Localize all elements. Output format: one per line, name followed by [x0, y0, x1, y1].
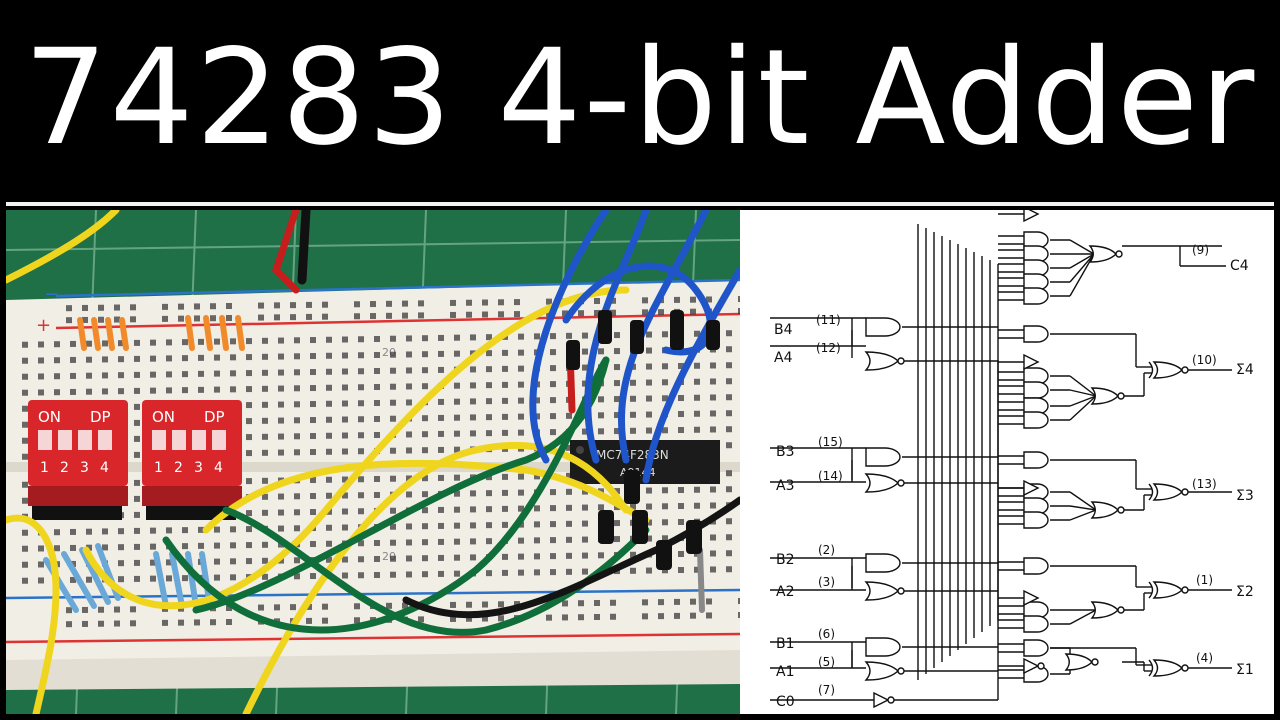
breadboard-photo: − + 20 20 ON DP 1 2 — [6, 210, 740, 714]
input-label-b3: B3 — [776, 444, 795, 460]
dip-switch-1[interactable]: ON DP 1 2 3 4 — [28, 400, 128, 506]
output-pin-s4: (10) — [1192, 353, 1217, 367]
breadboard-edge — [6, 650, 740, 690]
adder-logic-schematic: B4 (11) A4 (12) B3 (15) A3 (14) B2 (2) A… — [740, 210, 1274, 714]
jumper-wires — [6, 210, 740, 714]
input-pin-b1: (6) — [818, 627, 835, 641]
header-pins — [32, 506, 236, 520]
output-label-s3: Σ3 — [1236, 488, 1254, 504]
input-pin-c0: (7) — [818, 683, 835, 697]
input-label-b4: B4 — [774, 322, 793, 338]
output-pin-s2: (1) — [1196, 573, 1213, 587]
output-pin-c4: (9) — [1192, 243, 1209, 257]
dip-1-on-label: ON — [38, 408, 61, 426]
rail-minus-label: − — [44, 284, 59, 305]
input-labels: B4 (11) A4 (12) B3 (15) A3 (14) B2 (2) A… — [774, 313, 843, 710]
wire-end-caps — [566, 310, 720, 570]
output-label-s1: Σ1 — [1236, 662, 1254, 678]
input-label-a4: A4 — [774, 350, 793, 366]
title-bar: 74283 4-bit Adder — [0, 0, 1280, 206]
output-label-c4: C4 — [1230, 258, 1249, 274]
schematic-diagram: B4 (11) A4 (12) B3 (15) A3 (14) B2 (2) A… — [770, 210, 1254, 710]
input-pin-a2: (3) — [818, 575, 835, 589]
input-pin-b4: (11) — [816, 313, 841, 327]
dip-2-num-1: 1 — [154, 460, 163, 476]
output-pin-s3: (13) — [1192, 477, 1217, 491]
dip-2-num-4: 4 — [214, 460, 223, 476]
rail-line-red-top — [55, 312, 740, 330]
dip-switch-2[interactable]: ON DP 1 2 3 4 — [142, 400, 242, 506]
rail-line-blue-top — [55, 278, 740, 298]
dip-2-on-label: ON — [152, 408, 175, 426]
schematic-gates — [864, 210, 1189, 709]
dip-2-dp-label: DP — [204, 408, 225, 426]
dip-1-num-1: 1 — [40, 460, 49, 476]
chip-marking-line1: MC74F283N — [596, 448, 669, 462]
input-label-a3: A3 — [776, 478, 794, 494]
output-pin-s1: (4) — [1196, 651, 1213, 665]
input-label-b2: B2 — [776, 552, 795, 568]
pullup-resistors — [77, 315, 245, 351]
input-label-b1: B1 — [776, 636, 795, 652]
breadboard-illustration: − + 20 20 ON DP 1 2 — [6, 210, 740, 714]
rail-line-red-bottom — [6, 632, 740, 644]
input-pin-a3: (14) — [818, 469, 843, 483]
output-labels: (9) C4 (10) Σ4 (13) Σ3 (1) Σ2 (4) Σ1 — [1192, 243, 1254, 678]
dip-1-dp-label: DP — [90, 408, 111, 426]
dip-2-num-3: 3 — [194, 460, 203, 476]
dip-1-num-3: 3 — [80, 460, 89, 476]
output-label-s4: Σ4 — [1236, 362, 1254, 378]
input-pin-b3: (15) — [818, 435, 843, 449]
dip-1-num-4: 4 — [100, 460, 109, 476]
schematic-wiring — [770, 213, 1232, 701]
title-text: 74283 4-bit Adder — [23, 21, 1257, 175]
dip-1-num-2: 2 — [60, 460, 69, 476]
input-pin-b2: (2) — [818, 543, 835, 557]
input-pin-a1: (5) — [818, 655, 835, 669]
output-label-s2: Σ2 — [1236, 584, 1254, 600]
input-label-a2: A2 — [776, 584, 794, 600]
input-pin-a4: (12) — [816, 341, 841, 355]
input-label-a1: A1 — [776, 664, 794, 680]
input-label-c0: C0 — [776, 694, 795, 710]
rail-plus-label: + — [36, 315, 51, 336]
dip-2-num-2: 2 — [174, 460, 183, 476]
